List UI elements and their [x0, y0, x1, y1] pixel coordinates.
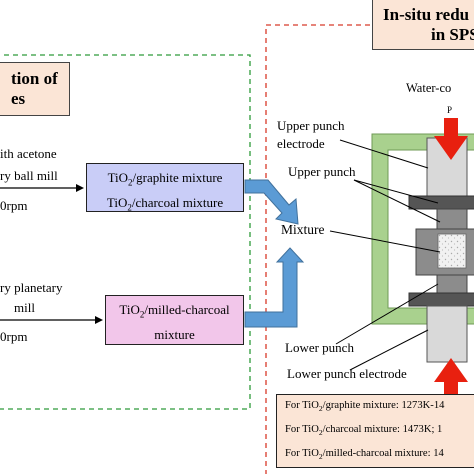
- step1-line1: ith acetone: [0, 146, 57, 161]
- lower-electrode: [426, 305, 468, 363]
- sps-apparatus: [371, 133, 474, 363]
- label-upper-punch-electrode-2: electrode: [277, 136, 325, 151]
- box1-line1: TiO2/graphite mixture: [107, 170, 223, 188]
- mixture-sample: [437, 233, 467, 269]
- pressure-arrow-top: [434, 118, 468, 160]
- blue-arrow-lower: [244, 247, 305, 328]
- step2-line3: 0rpm: [0, 329, 28, 344]
- mixture-label: Mixture: [281, 222, 325, 237]
- right-panel-title: In-situ redu in SPS: [372, 0, 474, 50]
- step2-line2: mill: [14, 300, 35, 315]
- lower-punch-block: [436, 274, 468, 294]
- leader-mixture: [329, 230, 441, 253]
- leader-lower-electrode: [349, 329, 429, 371]
- box1-line2: TiO2/charcoal mixture: [106, 194, 224, 213]
- condition-charcoal: For TiO2/charcoal mixture: 1473K; 1: [285, 424, 443, 438]
- upper-punch-block: [436, 208, 468, 230]
- label-lower-punch-electrode: Lower punch electrode: [287, 366, 407, 381]
- leader-lower-punch: [335, 283, 439, 345]
- condition-milled-charcoal: For TiO2/milled-charcoal mixture: 14: [285, 448, 444, 462]
- left-dashed-panel: [0, 54, 251, 410]
- water-cooling-label: Water-co: [406, 81, 452, 95]
- box2-line2: mixture: [154, 326, 195, 342]
- condition-graphite: For TiO2/graphite mixture: 1273K-14: [285, 400, 445, 414]
- box-milled-charcoal: TiO2/milled-charcoal mixture: [105, 295, 244, 345]
- label-upper-punch-electrode-1: Upper punch: [277, 118, 345, 133]
- left-title-line1: tion of: [11, 69, 58, 88]
- label-upper-punch: Upper punch: [288, 164, 356, 179]
- step1-line2: ry ball mill: [0, 168, 58, 183]
- box2-line1: TiO2/milled-charcoal: [119, 302, 230, 320]
- right-dashed-panel: [265, 24, 474, 474]
- box-graphite-charcoal: TiO2/graphite mixture TiO2/charcoal mixt…: [86, 163, 244, 212]
- leader-upper-punch-2: [353, 179, 441, 223]
- conditions-box: For TiO2/graphite mixture: 1273K-14 For …: [276, 394, 474, 468]
- step1-line3: 0rpm: [0, 198, 28, 213]
- pressure-arrow-bottom: [434, 358, 468, 400]
- leader-upper-electrode: [339, 139, 429, 169]
- process-arrow-2: [0, 316, 103, 324]
- process-arrow-1: [0, 184, 84, 192]
- leader-upper-punch-1: [353, 179, 439, 204]
- step2-line1: ry planetary: [0, 280, 63, 295]
- right-title-line2: in SPS: [431, 25, 474, 44]
- left-panel-title: tion of es: [0, 62, 70, 116]
- left-title-line2: es: [11, 89, 26, 108]
- label-lower-punch: Lower punch: [285, 340, 354, 355]
- blue-arrow-upper: [244, 179, 299, 225]
- right-title-line1: In-situ redu: [383, 5, 470, 24]
- pressure-label-top: P: [447, 105, 453, 115]
